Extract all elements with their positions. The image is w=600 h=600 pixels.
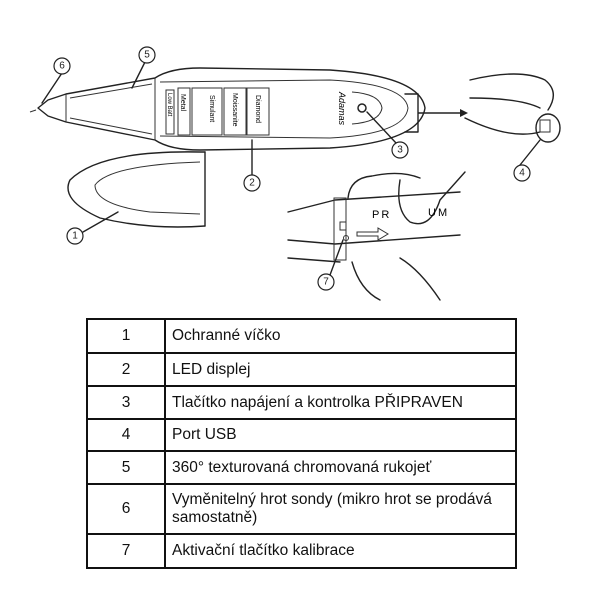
inset-text-right: UM <box>428 207 449 219</box>
display-label-moissanite: Moissanite <box>231 93 238 127</box>
brand-logo: Adamas <box>337 91 347 126</box>
svg-text:2: 2 <box>249 178 255 189</box>
callout-5: 5 <box>138 46 156 64</box>
display-label-diamond: Diamond <box>254 95 261 123</box>
callout-6: 6 <box>53 57 71 75</box>
protective-cap <box>67 151 206 228</box>
part-description: Port USB <box>164 418 517 452</box>
calibration-inset: PR UM <box>287 171 466 301</box>
inset-text-left: PR <box>372 209 391 221</box>
display-label-metal: Metal <box>179 94 186 112</box>
part-description: Vyměnitelný hrot sondy (mikro hrot se pr… <box>164 483 517 535</box>
svg-text:1: 1 <box>72 231 78 242</box>
usb-end-inset <box>464 73 561 143</box>
svg-text:5: 5 <box>144 50 150 61</box>
part-number: 3 <box>86 385 166 420</box>
part-number: 5 <box>86 450 166 485</box>
callout-3: 3 <box>391 141 409 159</box>
part-description: Aktivační tlačítko kalibrace <box>164 533 517 569</box>
part-description: Tlačítko napájení a kontrolka PŘIPRAVEN <box>164 385 517 420</box>
part-number: 7 <box>86 533 166 569</box>
part-number: 1 <box>86 318 166 354</box>
part-number: 6 <box>86 483 166 535</box>
callout-1: 1 <box>66 227 84 245</box>
callout-4: 4 <box>513 164 531 182</box>
display-label-low-batt: Low Batt <box>166 93 172 117</box>
power-button-icon <box>357 103 367 113</box>
svg-text:3: 3 <box>397 145 403 156</box>
part-description: 360° texturovaná chromovaná rukojeť <box>164 450 517 485</box>
part-description: LED displej <box>164 352 517 387</box>
part-description: Ochranné víčko <box>164 318 517 354</box>
part-number: 4 <box>86 418 166 452</box>
display-label-simulant: Simulant <box>208 95 215 122</box>
callout-7: 7 <box>317 273 335 291</box>
svg-text:6: 6 <box>59 61 65 72</box>
callout-2: 2 <box>243 174 261 192</box>
svg-text:7: 7 <box>323 277 329 288</box>
part-number: 2 <box>86 352 166 387</box>
pen-body: Low Batt Metal Simulant Moissanite Diamo… <box>29 67 426 151</box>
svg-text:4: 4 <box>519 168 525 179</box>
tester-diagram: Low Batt Metal Simulant Moissanite Diamo… <box>29 46 561 301</box>
